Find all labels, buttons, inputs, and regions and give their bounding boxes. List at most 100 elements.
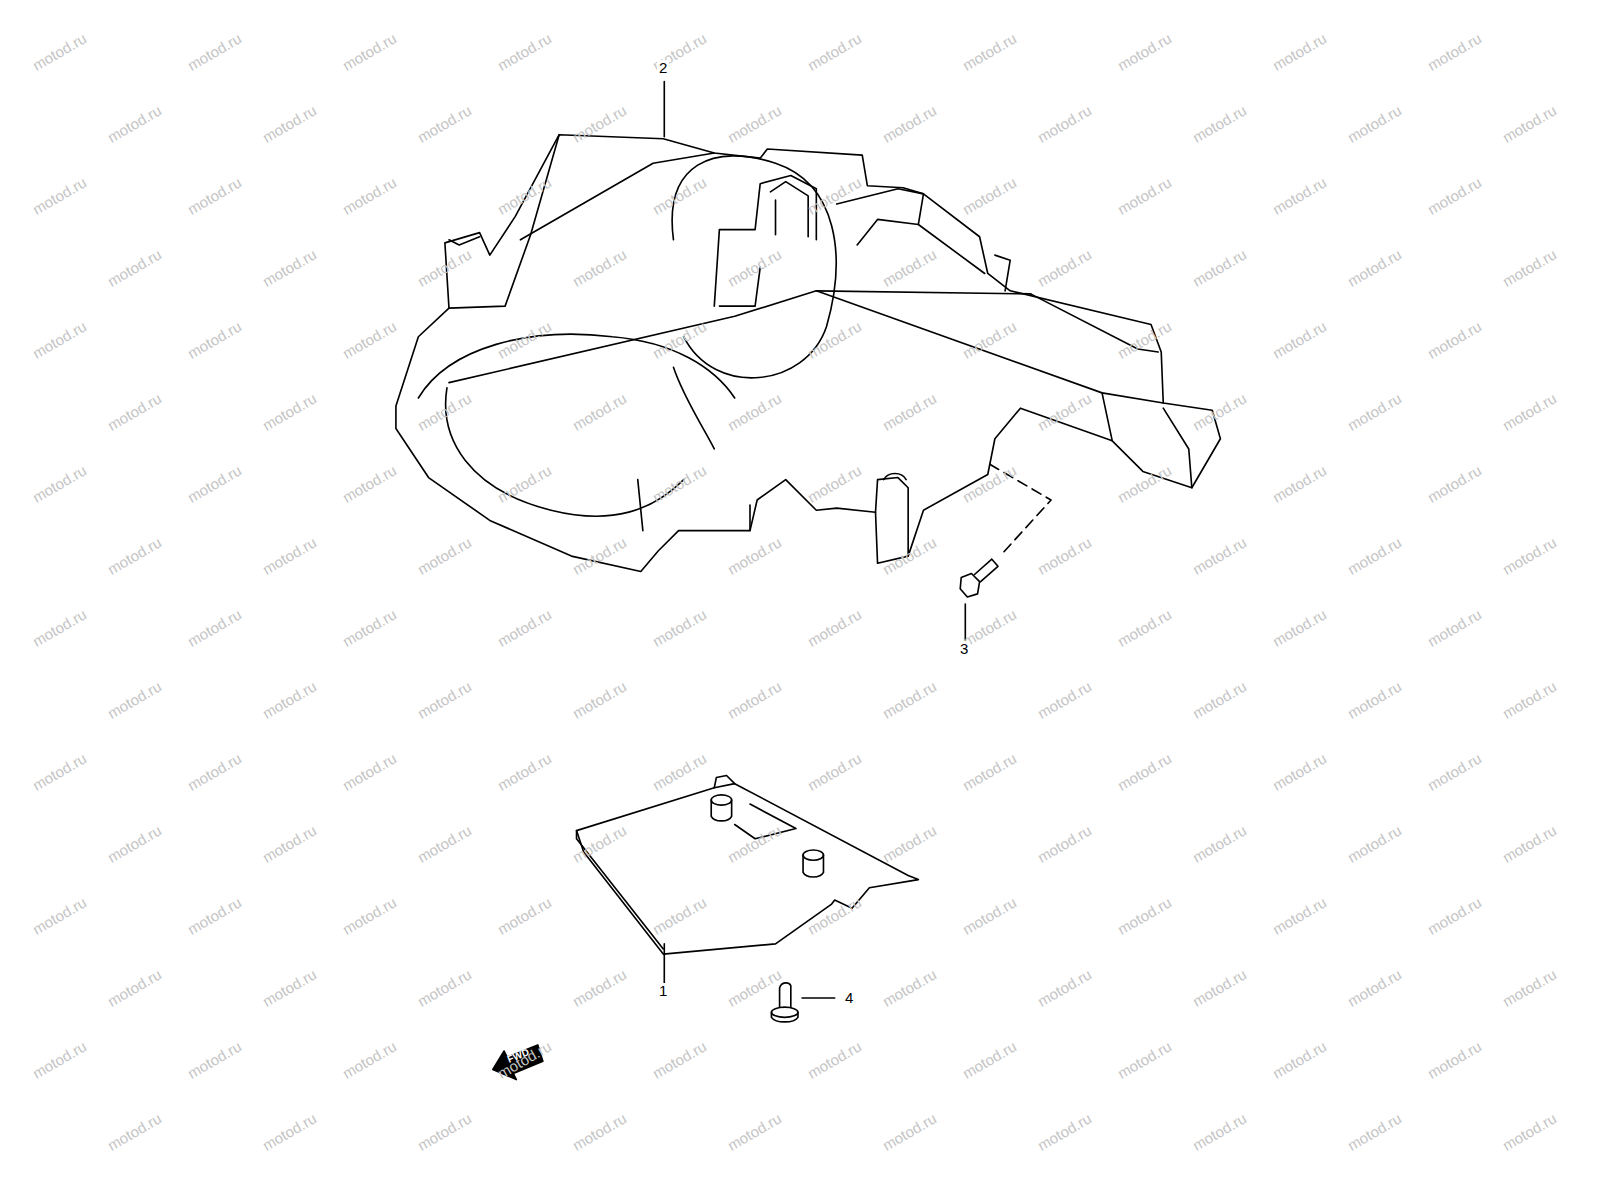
callout-number: 2 [657, 60, 669, 77]
watermark: motod.ru [960, 894, 1019, 937]
watermark: motod.ru [1190, 534, 1249, 577]
watermark: motod.ru [1115, 606, 1174, 649]
watermark: motod.ru [805, 750, 864, 793]
watermark: motod.ru [1425, 894, 1484, 937]
watermark: motod.ru [105, 678, 164, 721]
watermark: motod.ru [880, 678, 939, 721]
watermark: motod.ru [725, 534, 784, 577]
watermark: motod.ru [30, 750, 89, 793]
watermark: motod.ru [1035, 102, 1094, 145]
watermark: motod.ru [725, 966, 784, 1009]
watermark: motod.ru [1270, 894, 1329, 937]
watermark: motod.ru [880, 966, 939, 1009]
leader-line [964, 604, 966, 641]
watermark: motod.ru [960, 30, 1019, 73]
watermark: motod.ru [30, 606, 89, 649]
watermark: motod.ru [1115, 174, 1174, 217]
watermark: motod.ru [415, 678, 474, 721]
watermark: motod.ru [260, 678, 319, 721]
watermark: motod.ru [880, 822, 939, 865]
watermark: motod.ru [105, 390, 164, 433]
watermark: motod.ru [1270, 174, 1329, 217]
watermark: motod.ru [1345, 390, 1404, 433]
watermark: motod.ru [1425, 30, 1484, 73]
watermark: motod.ru [185, 606, 244, 649]
callout-number: 1 [657, 983, 669, 1000]
watermark: motod.ru [1115, 1038, 1174, 1081]
watermark: motod.ru [260, 246, 319, 289]
watermark: motod.ru [960, 1038, 1019, 1081]
watermark: motod.ru [340, 750, 399, 793]
watermark: motod.ru [1270, 318, 1329, 361]
watermark: motod.ru [1500, 678, 1559, 721]
watermark: motod.ru [1500, 1110, 1559, 1153]
watermark: motod.ru [1190, 678, 1249, 721]
watermark: motod.ru [260, 390, 319, 433]
watermark: motod.ru [1270, 606, 1329, 649]
watermark: motod.ru [650, 1038, 709, 1081]
watermark: motod.ru [960, 174, 1019, 217]
leader-line [663, 82, 665, 137]
watermark: motod.ru [495, 750, 554, 793]
watermark: motod.ru [415, 966, 474, 1009]
leader-line [802, 997, 835, 999]
watermark: motod.ru [260, 534, 319, 577]
watermark: motod.ru [1115, 894, 1174, 937]
watermark: motod.ru [1425, 462, 1484, 505]
watermark: motod.ru [1345, 822, 1404, 865]
watermark: motod.ru [725, 1110, 784, 1153]
watermark: motod.ru [185, 462, 244, 505]
watermark: motod.ru [1500, 102, 1559, 145]
watermark: motod.ru [415, 102, 474, 145]
watermark: motod.ru [1190, 966, 1249, 1009]
watermark: motod.ru [725, 102, 784, 145]
fwd-arrow [493, 1045, 543, 1080]
watermark: motod.ru [1035, 1110, 1094, 1153]
watermark: motod.ru [105, 246, 164, 289]
watermark: motod.ru [1425, 750, 1484, 793]
watermark: motod.ru [805, 1038, 864, 1081]
watermark: motod.ru [260, 966, 319, 1009]
watermark: motod.ru [105, 966, 164, 1009]
watermark: motod.ru [340, 30, 399, 73]
watermark: motod.ru [1345, 246, 1404, 289]
watermark: motod.ru [570, 678, 629, 721]
watermark: motod.ru [725, 678, 784, 721]
watermark: motod.ru [1035, 966, 1094, 1009]
watermark: motod.ru [1115, 750, 1174, 793]
watermark: motod.ru [1035, 246, 1094, 289]
watermark: motod.ru [105, 1110, 164, 1153]
watermark: motod.ru [340, 462, 399, 505]
watermark: motod.ru [1500, 390, 1559, 433]
watermark: motod.ru [1190, 822, 1249, 865]
watermark: motod.ru [1270, 30, 1329, 73]
watermark: motod.ru [1190, 102, 1249, 145]
watermark: motod.ru [1500, 822, 1559, 865]
watermark: motod.ru [30, 1038, 89, 1081]
watermark: motod.ru [1425, 1038, 1484, 1081]
watermark: motod.ru [260, 822, 319, 865]
watermark: motod.ru [1345, 534, 1404, 577]
watermark: motod.ru [1425, 174, 1484, 217]
watermark: motod.ru [570, 1110, 629, 1153]
watermark: motod.ru [880, 1110, 939, 1153]
watermark: motod.ru [1500, 966, 1559, 1009]
watermark: motod.ru [185, 174, 244, 217]
plate-part [577, 776, 919, 988]
watermark: motod.ru [650, 606, 709, 649]
watermark: motod.ru [340, 894, 399, 937]
watermark: motod.ru [1190, 246, 1249, 289]
watermark: motod.ru [570, 966, 629, 1009]
watermark: motod.ru [415, 534, 474, 577]
watermark: motod.ru [805, 30, 864, 73]
watermark: motod.ru [1345, 102, 1404, 145]
watermark: motod.ru [30, 30, 89, 73]
watermark: motod.ru [185, 318, 244, 361]
watermark: motod.ru [1425, 318, 1484, 361]
watermark: motod.ru [260, 102, 319, 145]
watermark: motod.ru [1270, 1038, 1329, 1081]
watermark: motod.ru [30, 318, 89, 361]
watermark: motod.ru [340, 606, 399, 649]
watermark: motod.ru [1035, 534, 1094, 577]
watermark: motod.ru [340, 1038, 399, 1081]
